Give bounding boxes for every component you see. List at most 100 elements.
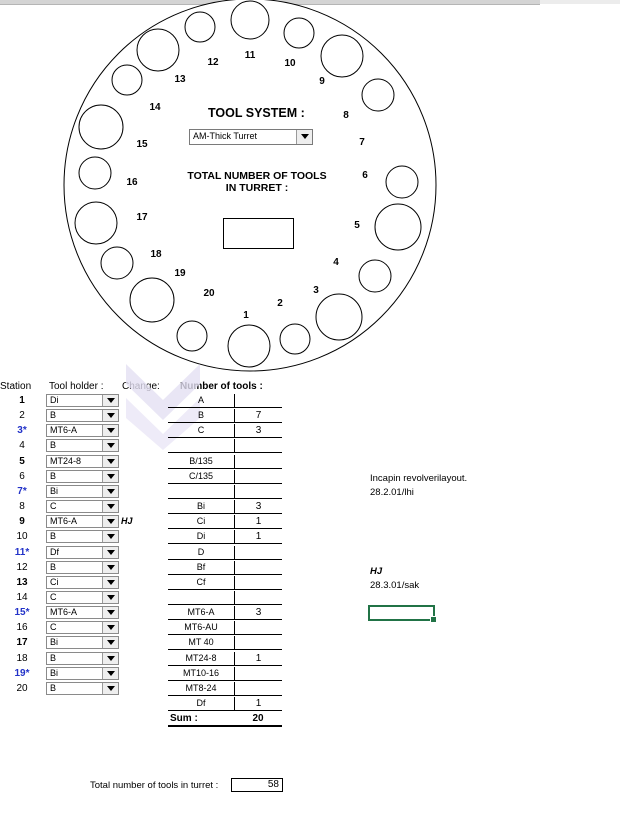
chevron-down-icon[interactable] [102, 531, 118, 543]
tool-holder-select[interactable]: MT6-A [46, 606, 119, 620]
tool-holder-select[interactable]: B [46, 469, 119, 483]
tool-type-count: 1 [234, 515, 282, 530]
station-hole [74, 201, 118, 245]
tool-type-name: Df [196, 698, 206, 708]
tool-holder-select[interactable]: Df [46, 545, 119, 559]
tool-holder-value: C [50, 501, 57, 512]
tool-holder-select[interactable]: Bi [46, 666, 119, 680]
tool-holder-select[interactable]: B [46, 409, 119, 423]
station-label: 4 [333, 257, 339, 268]
tool-type-count [234, 636, 282, 651]
tool-holder-value: Ci [50, 576, 59, 587]
chevron-down-icon[interactable] [102, 576, 118, 588]
tool-holder-select[interactable]: Ci [46, 575, 119, 589]
tool-holder-select[interactable]: Bi [46, 484, 119, 498]
station-hole [279, 323, 311, 355]
tool-holder-select[interactable]: B [46, 560, 119, 574]
tool-count-row: C/135 [168, 469, 282, 484]
tool-count-row: D [168, 545, 282, 560]
tool-type-name: B/135 [189, 455, 213, 466]
chevron-down-icon[interactable] [102, 440, 118, 452]
tool-holder-select[interactable]: Di [46, 394, 119, 407]
tool-holder-select[interactable]: MT24-8 [46, 454, 119, 468]
tool-holder-select[interactable]: B [46, 530, 119, 544]
station-number: 3* [17, 425, 27, 437]
station-label: 11 [245, 50, 256, 61]
tool-holder-select[interactable]: C [46, 590, 119, 604]
sum-label: Sum : [170, 713, 198, 724]
chevron-down-icon[interactable] [296, 130, 312, 144]
tool-type-count [234, 621, 282, 636]
chevron-down-icon[interactable] [102, 591, 118, 603]
tool-holder-value: MT6-A [50, 516, 77, 527]
tool-holder-select[interactable]: B [46, 651, 119, 665]
sum-value: 20 [252, 713, 264, 724]
station-number: 19* [14, 667, 30, 679]
tool-type-count: 1 [234, 530, 282, 545]
station-hole [230, 0, 270, 40]
chevron-down-icon[interactable] [102, 682, 118, 694]
tool-count-row [168, 439, 282, 454]
tool-holder-select[interactable]: Bi [46, 636, 119, 650]
tool-type-name: MT6-A [187, 607, 215, 618]
station-hole [184, 11, 216, 43]
tool-holder-value: C [50, 622, 57, 633]
note-initials: HJ [370, 566, 383, 577]
station-hole [100, 246, 134, 280]
chevron-down-icon[interactable] [102, 637, 118, 649]
chevron-down-icon[interactable] [102, 516, 118, 528]
chevron-down-icon[interactable] [102, 485, 118, 497]
tool-type-name: D [197, 546, 205, 557]
selected-cell[interactable] [368, 605, 437, 623]
chevron-down-icon[interactable] [102, 607, 118, 619]
tool-count-row: Bf [168, 560, 282, 575]
tool-type-name: MT 40 [188, 637, 214, 648]
tool-type-count [234, 560, 282, 575]
total-tools-title-line1: TOTAL NUMBER OF TOOLS [187, 170, 327, 182]
tool-holder-select[interactable]: B [46, 439, 119, 453]
tool-type-count: 3 [234, 500, 282, 515]
tool-holder-select[interactable]: C [46, 500, 119, 514]
station-hole [78, 104, 124, 150]
tool-count-row: MT10-16 [168, 666, 282, 681]
chevron-down-icon[interactable] [102, 425, 118, 437]
station-hole [136, 28, 180, 72]
station-label: 14 [149, 102, 161, 113]
total-tools-box [223, 218, 294, 249]
station-hole [129, 277, 175, 323]
tool-holder-select[interactable]: B [46, 681, 119, 695]
tool-type-name: C [197, 425, 205, 436]
note-layout-date: 28.2.01/lhi [370, 487, 414, 498]
tool-holder-header: Tool holder : [49, 381, 104, 392]
chevron-down-icon[interactable] [102, 455, 118, 467]
chevron-down-icon[interactable] [102, 395, 118, 406]
tool-holder-value: Bi [50, 667, 59, 678]
tool-holder-value: B [50, 682, 57, 693]
tool-holder-select[interactable]: MT6-A [46, 515, 119, 529]
tool-type-count: 1 [234, 697, 282, 711]
tool-type-name: A [197, 395, 204, 405]
tool-holder-select[interactable]: MT6-A [46, 424, 119, 438]
chevron-down-icon[interactable] [102, 470, 118, 482]
chevron-down-icon[interactable] [102, 667, 118, 679]
station-label: 13 [174, 74, 186, 85]
tool-type-name: MT8-24 [185, 682, 217, 693]
chevron-down-icon[interactable] [102, 501, 118, 513]
chevron-down-icon[interactable] [102, 410, 118, 422]
chevron-down-icon[interactable] [102, 546, 118, 558]
tool-holder-select[interactable]: C [46, 621, 119, 635]
tool-type-count [234, 484, 282, 499]
station-number: 6 [19, 470, 25, 482]
tool-type-count [234, 666, 282, 681]
chevron-down-icon[interactable] [102, 652, 118, 664]
tool-count-row: MT 40 [168, 636, 282, 651]
station-label: 19 [174, 268, 186, 279]
total-tools-title-line2: IN TURRET : [225, 182, 289, 194]
chevron-down-icon[interactable] [102, 622, 118, 634]
station-number: 20 [16, 682, 28, 694]
station-number: 14 [16, 591, 28, 603]
chevron-down-icon[interactable] [102, 561, 118, 573]
tool-system-select[interactable]: AM-Thick Turret [189, 129, 313, 145]
